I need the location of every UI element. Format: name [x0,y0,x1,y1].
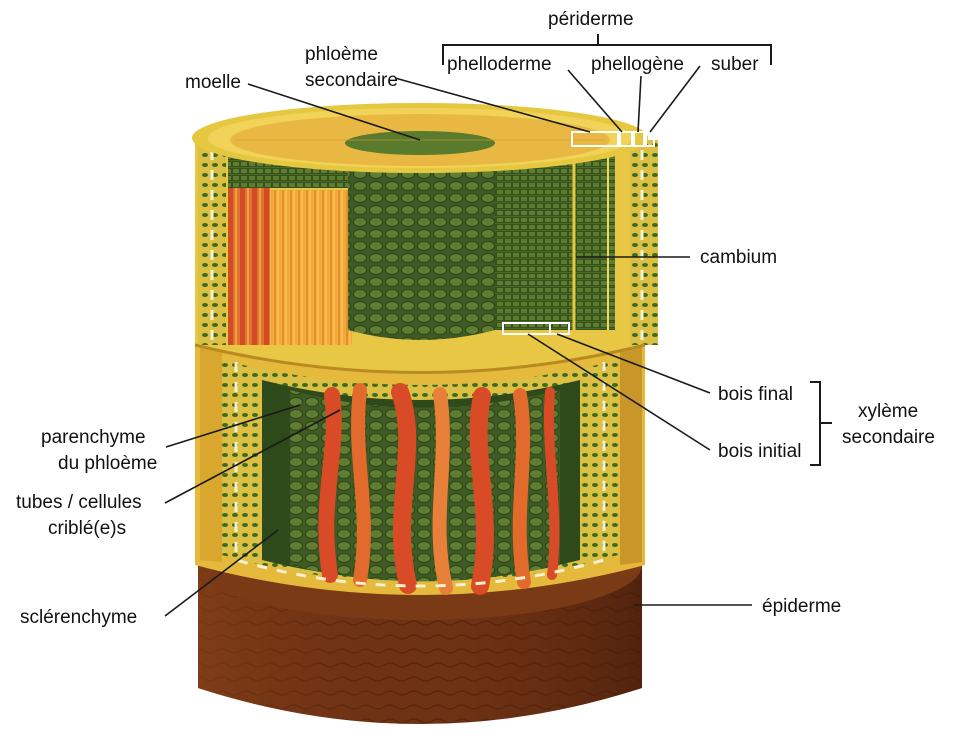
lower-cortex [195,345,645,595]
label-sclerenchyme: sclérenchyme [20,607,137,628]
label-tubes-2: criblé(e)s [48,518,126,539]
xyleme-bracket [810,382,832,465]
label-xyleme-1: xylème [858,401,918,422]
leader-suber [650,66,700,132]
label-suber: suber [711,54,759,75]
label-phloeme-secondaire-1: phloème [305,44,378,65]
label-cambium: cambium [700,247,777,268]
label-parenchyme-2: du phloème [58,453,157,474]
label-phloeme-secondaire-2: secondaire [305,70,398,91]
sieve-tubes [326,390,554,588]
label-xyleme-2: secondaire [842,427,935,448]
label-phellogene: phellogène [591,54,684,75]
top-cross-section [192,103,648,173]
label-bois-final: bois final [718,384,793,405]
leader-phellogene [638,76,641,132]
label-tubes-1: tubes / cellules [16,492,142,513]
label-periderme: périderme [548,9,634,30]
label-phelloderme: phelloderme [447,54,552,75]
label-epiderme: épiderme [762,596,841,617]
label-parenchyme-1: parenchyme [41,427,146,448]
label-bois-initial: bois initial [718,441,801,462]
label-moelle: moelle [185,72,241,93]
